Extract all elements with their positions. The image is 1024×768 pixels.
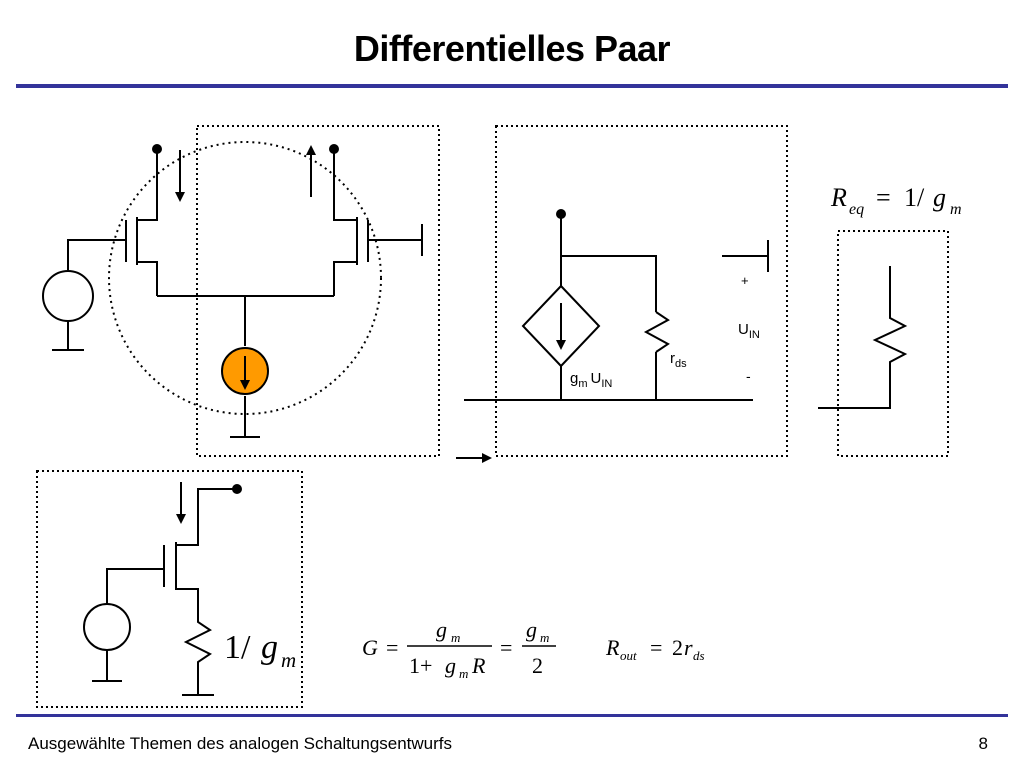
left-gate-wire [67,239,126,270]
svg-text:g: g [445,653,456,678]
svg-text:2: 2 [532,653,543,678]
minus-label: - [746,368,751,384]
svg-text:out: out [620,648,637,663]
dotted-circle-highlight [108,141,382,415]
svg-text:R: R [605,635,620,660]
svg-text:m: m [451,630,460,645]
svg-text:=: = [876,183,891,212]
title-rule [16,84,1008,88]
svg-text:r: r [684,635,693,660]
differential-pair-circuit [42,141,423,438]
svg-text:m: m [281,648,296,672]
svg-text:=: = [500,635,512,660]
svg-text:g: g [933,183,946,212]
follower-resistor [176,588,212,695]
svg-text:1+: 1+ [409,653,432,678]
svg-text:R: R [471,653,486,678]
uin-label: UIN [738,321,760,341]
svg-text:m: m [459,666,468,681]
svg-text:ds: ds [693,648,705,663]
gain-formula: G = g m 1+ g m R = g m 2 [362,617,556,681]
svg-text:G: G [362,635,378,660]
rout-formula: R out = 2 r ds [605,635,705,663]
svg-text:=: = [386,635,398,660]
slide-title: Differentielles Paar [353,28,671,69]
dotted-box-req [837,230,949,457]
svg-text:m: m [950,201,962,218]
svg-text:2: 2 [672,635,683,660]
page-number: 8 [978,734,988,753]
dotted-box-small-signal [495,125,788,457]
svg-text:R: R [830,183,847,212]
plus-label: + [741,273,749,288]
follower-impedance-formula: 1/ g m [224,629,296,672]
follower-voltage-source [83,603,131,651]
dotted-box-follower [36,470,303,708]
small-signal-model [464,209,769,401]
footer-rule [16,714,1008,717]
dotted-box-half-circuit [196,125,440,457]
source-follower-circuit [83,482,242,696]
resistor-rds [643,311,670,353]
req-resistor [818,266,908,409]
svg-text:m: m [540,630,549,645]
rds-label: rds [670,350,687,370]
svg-text:1/: 1/ [224,629,251,666]
input-voltage-source [42,270,94,322]
svg-text:g: g [526,617,537,642]
svg-text:g: g [261,629,278,666]
tail-current-source [221,347,269,395]
footer-course-title: Ausgewählte Themen des analogen Schaltun… [28,734,453,753]
svg-text:eq: eq [849,201,864,218]
svg-text:g: g [436,617,447,642]
svg-text:=: = [650,635,662,660]
svg-text:1/: 1/ [904,183,925,212]
req-formula: R eq = 1/ g m [830,183,962,218]
